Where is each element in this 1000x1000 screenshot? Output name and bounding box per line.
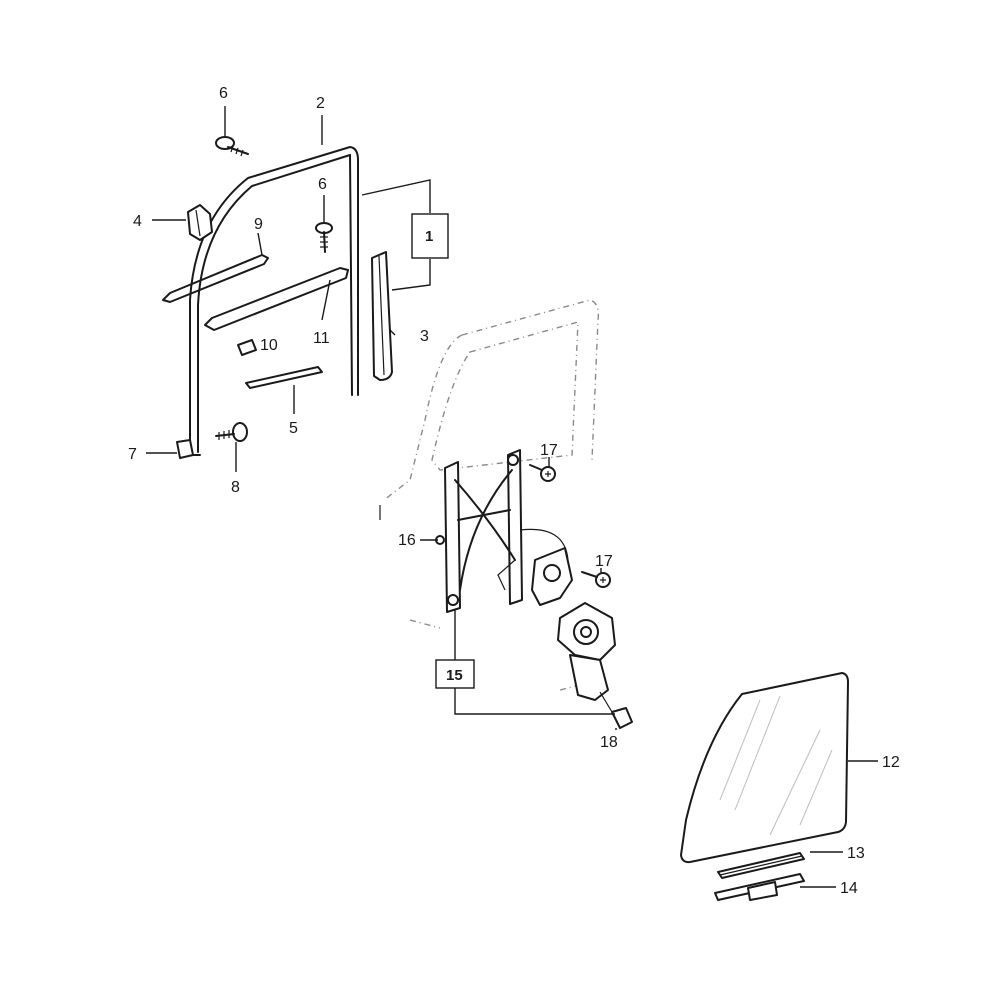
callout-18: 18 [600, 734, 618, 751]
callout-7: 7 [128, 446, 137, 463]
clip-nut [176, 439, 194, 459]
bolt [215, 422, 248, 442]
callout-8: 8 [231, 479, 240, 496]
screw-upper [215, 136, 249, 157]
callout-13: 13 [847, 845, 865, 862]
callout-1-box [411, 213, 449, 259]
callout-4: 4 [133, 213, 142, 230]
callout-5: 5 [289, 420, 298, 437]
window-regulator [435, 449, 573, 613]
callout-15: 15 [446, 667, 463, 684]
door-glass [680, 672, 849, 864]
callout-11: 11 [313, 330, 330, 347]
screw-middle [315, 222, 333, 253]
bumper [237, 339, 257, 356]
callout-17-lower: 17 [595, 553, 613, 570]
regulator-bolt-upper [529, 464, 556, 482]
callout-6-upper: 6 [219, 85, 228, 102]
motor-connector [611, 707, 633, 729]
callout-6-middle: 6 [318, 176, 327, 193]
callout-1: 1 [425, 228, 433, 245]
trim-strip [245, 366, 323, 389]
glass-channel-upper [717, 852, 805, 879]
guide-rail [371, 251, 393, 381]
leader-lines [146, 106, 878, 888]
sealing-strip-upper [162, 254, 269, 303]
callout-2: 2 [316, 95, 325, 112]
callout-9: 9 [254, 216, 263, 233]
door-frame-seal [185, 146, 359, 456]
callout-15-box [435, 659, 475, 689]
callout-labels: 6 2 6 4 9 10 11 3 5 7 8 1 17 16 17 15 18… [128, 85, 900, 897]
window-motor [557, 602, 616, 713]
callout-10: 10 [260, 337, 278, 354]
glass-channel-lower [714, 873, 805, 901]
regulator-bolt-lower [581, 571, 611, 588]
clip [187, 204, 213, 241]
callout-12: 12 [882, 754, 900, 771]
callout-3: 3 [420, 328, 429, 345]
sealing-strip-lower [204, 267, 349, 331]
callout-14: 14 [840, 880, 858, 897]
callout-17-upper: 17 [540, 442, 558, 459]
callout-16: 16 [398, 532, 416, 549]
